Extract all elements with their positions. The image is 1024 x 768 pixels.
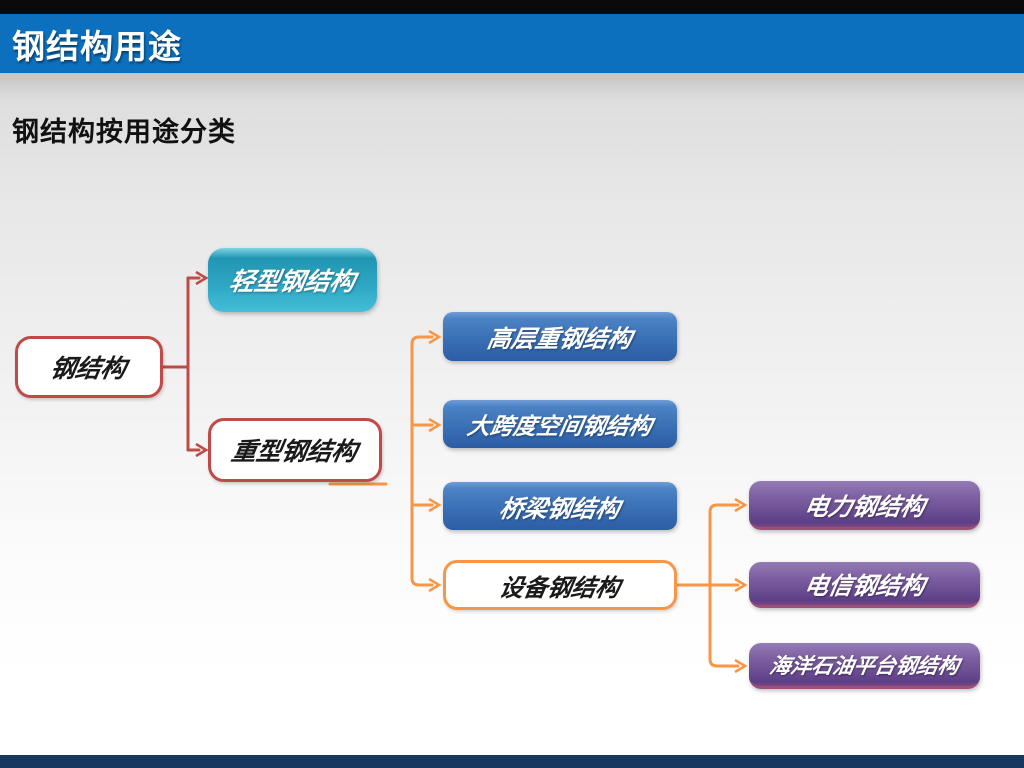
node-light-steel-label: 轻型钢结构 [227, 268, 358, 296]
node-highrise-label: 高层重钢结构 [485, 326, 634, 353]
node-bridge: 桥梁钢结构 [443, 482, 677, 530]
node-offshore-label: 海洋石油平台钢结构 [767, 654, 961, 678]
node-power: 电力钢结构 [749, 481, 980, 530]
node-large-span: 大跨度空间钢结构 [443, 400, 677, 448]
node-power-label: 电力钢结构 [801, 493, 927, 521]
node-telecom: 电信钢结构 [749, 562, 980, 608]
node-telecom-label: 电信钢结构 [801, 573, 927, 600]
node-root-label: 钢结构 [48, 355, 129, 383]
node-heavy-steel: 重型钢结构 [208, 418, 382, 482]
footer-bar [0, 755, 1024, 768]
title-bar: 钢结构用途 [0, 14, 1024, 73]
node-offshore: 海洋石油平台钢结构 [749, 643, 980, 689]
node-bridge-label: 桥梁钢结构 [497, 495, 622, 523]
node-equipment: 设备钢结构 [443, 560, 677, 610]
slide-title: 钢结构用途 [12, 27, 182, 65]
node-large-span-label: 大跨度空间钢结构 [465, 413, 654, 439]
node-equipment-label: 设备钢结构 [497, 574, 622, 602]
node-heavy-steel-label: 重型钢结构 [229, 438, 360, 466]
slide-subtitle: 钢结构按用途分类 [12, 117, 236, 147]
node-root: 钢结构 [15, 336, 163, 398]
node-highrise: 高层重钢结构 [443, 312, 677, 361]
top-black-strip [0, 0, 1024, 14]
node-light-steel: 轻型钢结构 [208, 248, 377, 312]
